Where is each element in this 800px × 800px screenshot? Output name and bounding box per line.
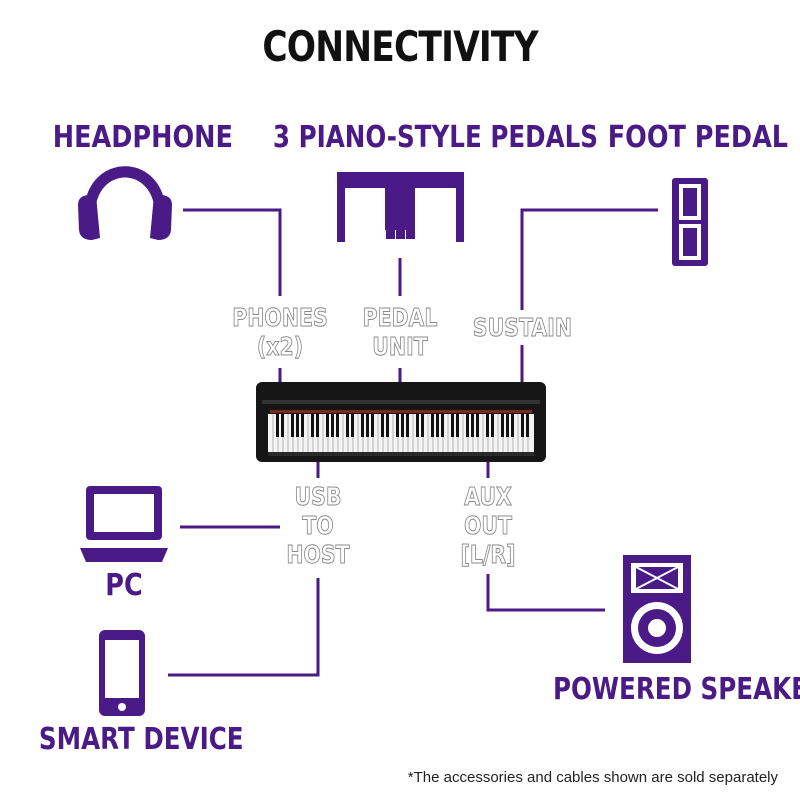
pc-label: PC xyxy=(105,568,143,603)
port-aux-out: AUX OUT [L/R] xyxy=(451,482,525,570)
laptop-icon xyxy=(80,486,168,562)
smart-device-label: SMART DEVICE xyxy=(38,722,244,757)
headphone-cable xyxy=(183,208,282,296)
port-aux-line2: OUT xyxy=(463,511,513,541)
port-phones-line1: PHONES xyxy=(232,303,328,333)
port-sustain-line1: SUSTAIN xyxy=(472,313,573,343)
footnote: *The accessories and cables shown are so… xyxy=(407,769,778,786)
port-pedal-line1: PEDAL xyxy=(362,303,438,333)
port-aux-line1: AUX xyxy=(464,482,513,512)
port-usb-line1: USB xyxy=(294,482,342,512)
pedals-label: 3 PIANO-STYLE PEDALS xyxy=(272,120,599,155)
headphones-icon xyxy=(78,166,172,240)
port-phones-line2: (x2) xyxy=(256,332,304,362)
smartphone-icon xyxy=(99,630,145,716)
powered-speaker-label: POWERED SPEAKER xyxy=(552,672,800,707)
port-aux-line3: [L/R] xyxy=(460,540,516,570)
port-usb-line3: HOST xyxy=(286,540,350,570)
keyboard-black-keys xyxy=(276,414,529,437)
speaker-icon xyxy=(623,555,691,663)
port-usb-to-host: USB TO HOST xyxy=(281,482,355,570)
pedal-unit-icon xyxy=(337,172,464,242)
smart-device-cable xyxy=(168,578,320,677)
port-pedal-line2: UNIT xyxy=(372,332,428,362)
speaker-cable xyxy=(486,574,605,612)
port-usb-line2: TO xyxy=(302,511,334,541)
connection-lines xyxy=(168,208,658,677)
port-phones: PHONES (x2) xyxy=(231,303,329,362)
port-pedal-unit: PEDAL UNIT xyxy=(359,303,441,362)
headphone-label: HEADPHONE xyxy=(52,120,233,155)
foot-pedal-label: FOOT PEDAL xyxy=(607,120,789,155)
foot-pedal-icon xyxy=(672,178,708,266)
keyboard-image xyxy=(256,382,546,462)
port-sustain: SUSTAIN xyxy=(472,313,573,343)
page-title: CONNECTIVITY xyxy=(262,22,538,71)
sustain-cable xyxy=(520,208,658,310)
